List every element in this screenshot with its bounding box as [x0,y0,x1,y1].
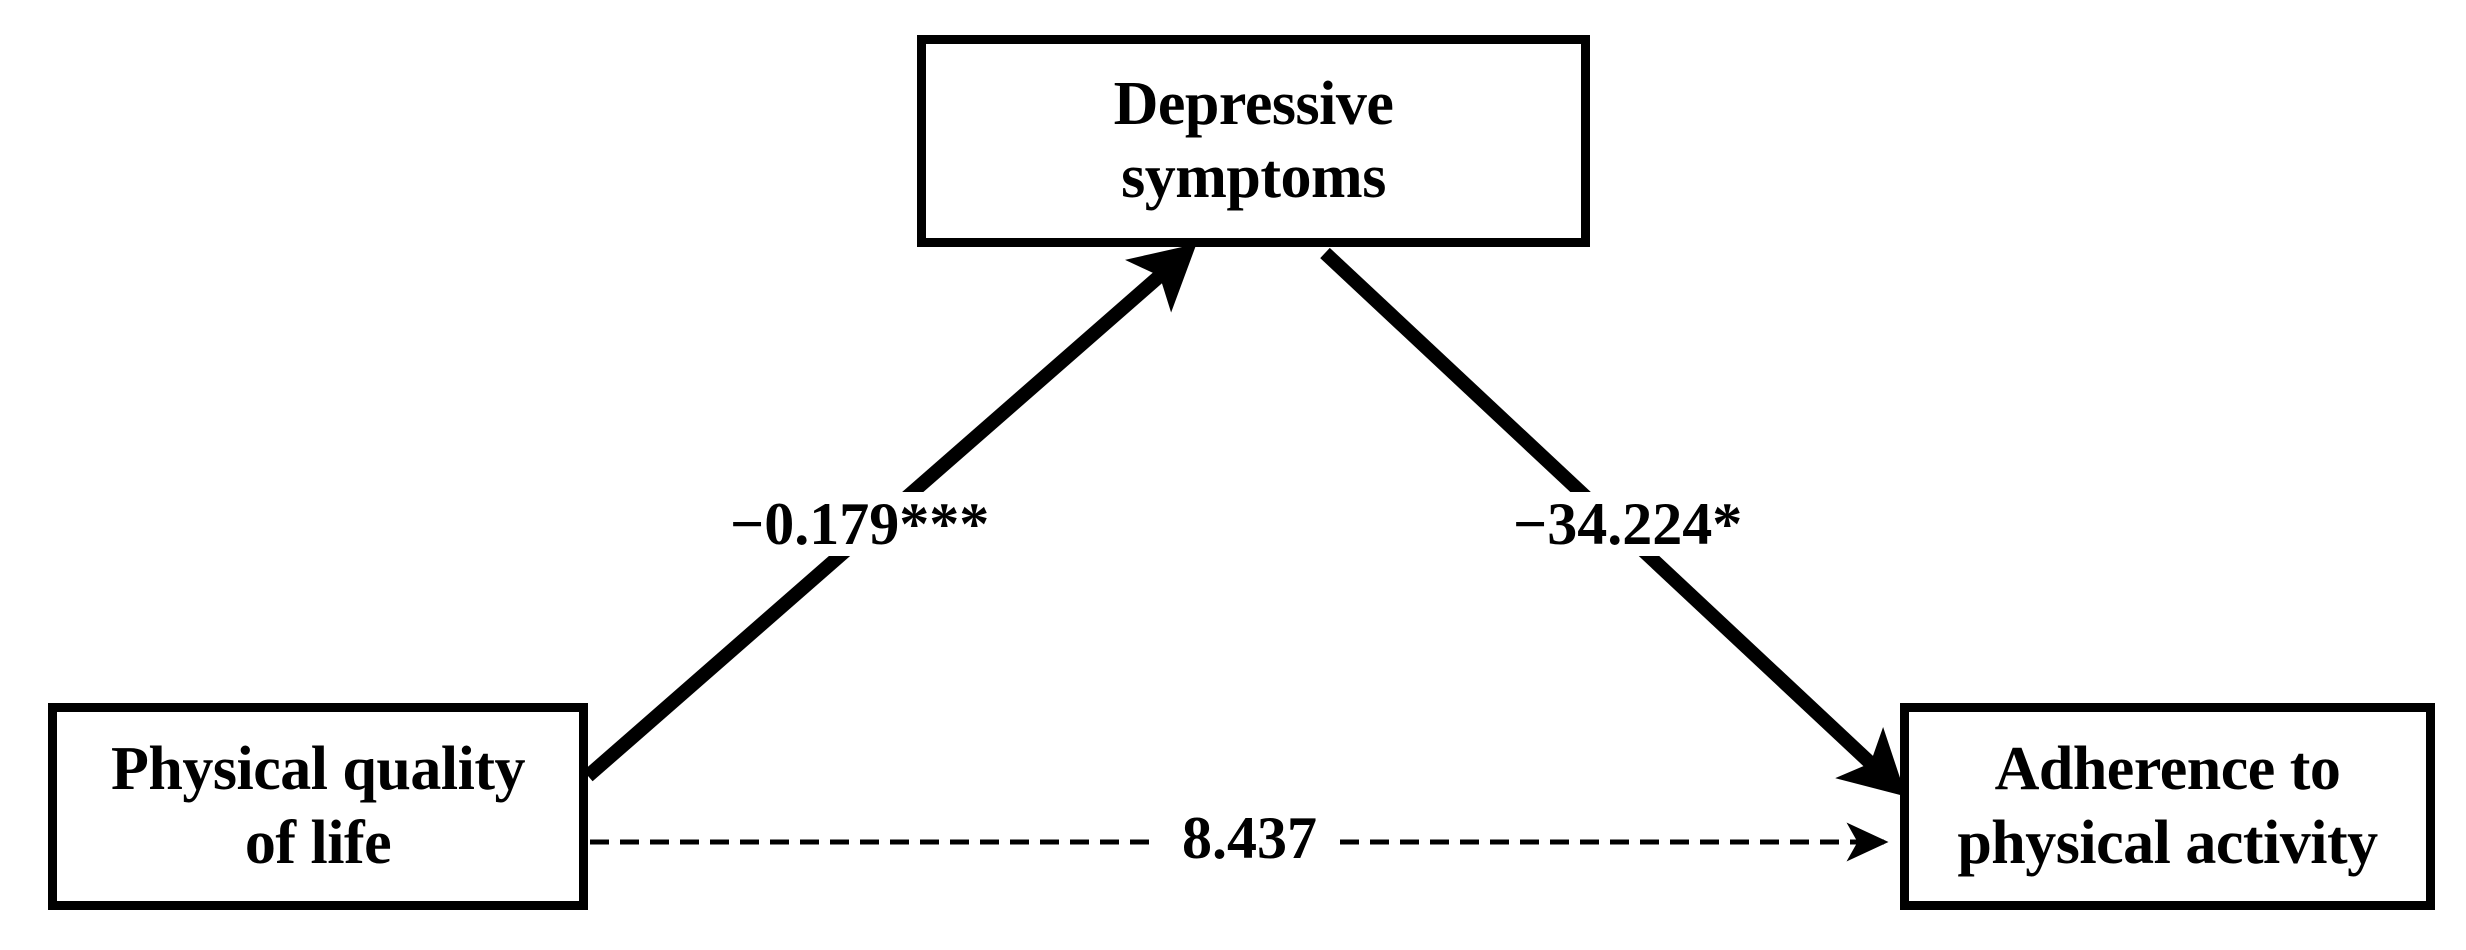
node-adherence-to-physical-activity: Adherence to physical activity [1900,703,2435,910]
node-adherence-to-physical-activity-label: Adherence to physical activity [1957,735,2378,877]
node-depressive-symptoms: Depressive symptoms [917,35,1590,247]
c-prime-path-coefficient-label: 8.437 [1160,806,1339,870]
node-physical-quality-of-life: Physical quality of life [48,703,588,910]
a-path-coefficient-label: −0.179*** [722,492,998,556]
node-physical-quality-of-life-label: Physical quality of life [110,735,526,877]
b-path-coefficient-label: −34.224* [1505,492,1751,556]
node-depressive-symptoms-label: Depressive symptoms [1113,69,1394,211]
